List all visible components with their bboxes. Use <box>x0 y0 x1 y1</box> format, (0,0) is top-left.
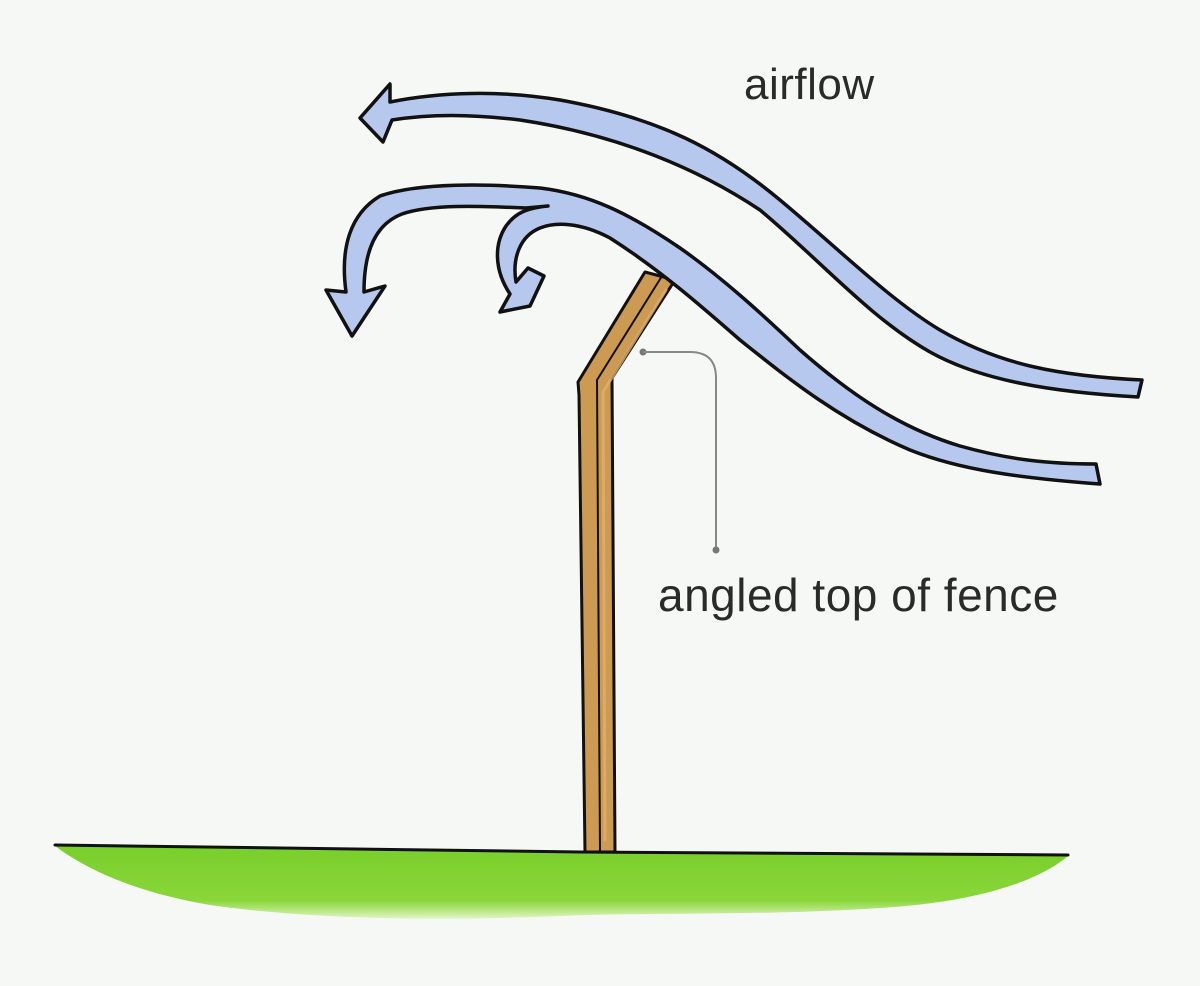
ground-line <box>53 843 1070 857</box>
airflow-arrow-lower <box>324 183 1102 486</box>
fence-top-leader <box>639 348 720 554</box>
grass-ground <box>55 846 1068 919</box>
airflow-label: airflow <box>744 60 875 109</box>
airflow-arrow-upper <box>358 82 1144 399</box>
fence-top-label: angled top of fence <box>658 569 1059 621</box>
fence-post-icon <box>576 270 677 854</box>
